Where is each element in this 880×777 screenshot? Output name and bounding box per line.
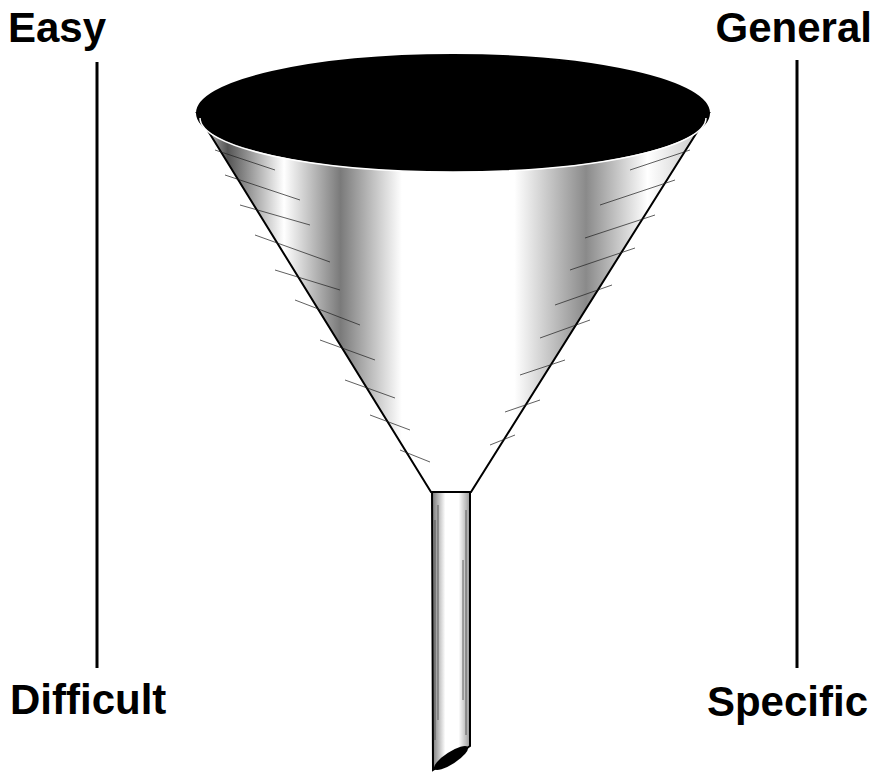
scale-label-left: Difficult <box>10 676 166 724</box>
stem-hatching <box>435 505 466 740</box>
scale-line <box>96 62 99 668</box>
scale-label-right: Specific <box>707 678 868 726</box>
stem-opening <box>431 742 471 774</box>
funnel-rim <box>200 118 706 172</box>
cone-hatching <box>215 150 690 462</box>
scale-label-right: General <box>716 4 872 52</box>
funnel-opening <box>197 55 709 171</box>
funnel-stem <box>432 486 470 770</box>
scale-line <box>796 60 799 668</box>
scale-label-left: Easy <box>8 4 106 52</box>
